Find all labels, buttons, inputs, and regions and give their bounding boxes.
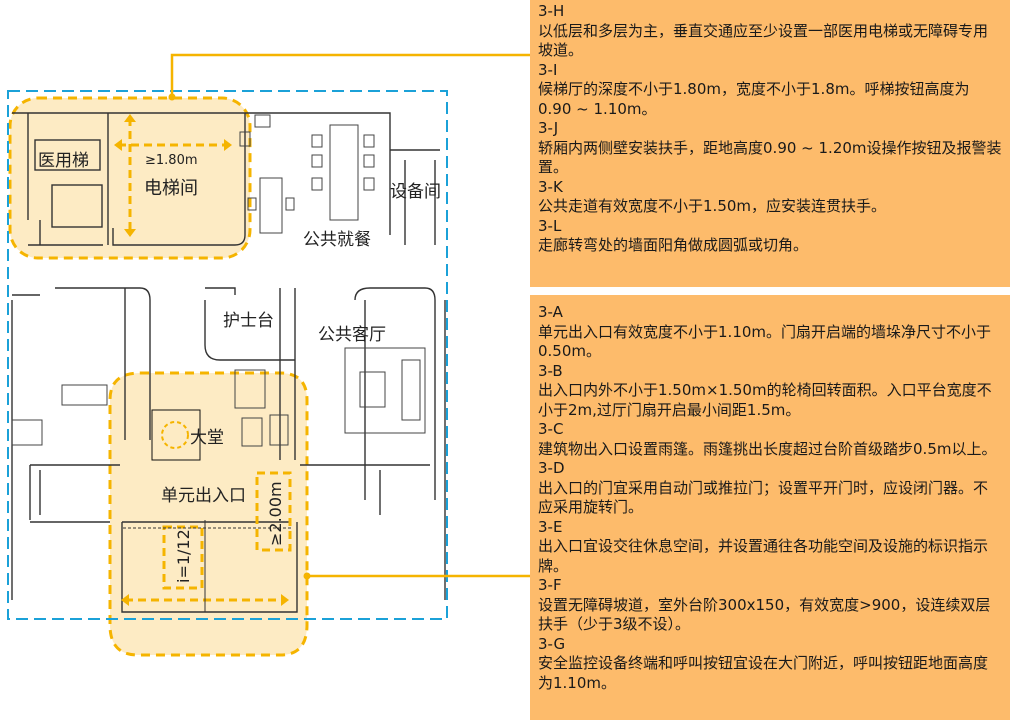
note-text: 单元出入口有效宽度不小于1.10m。门扇开启端的墙垛净尺寸不小于0.50m。	[538, 322, 992, 361]
site-boundary	[7, 90, 448, 620]
label-ramp-slope: i=1/12	[174, 529, 193, 583]
note-text: 设置无障碍坡道，室外台阶300x150，有效宽度>900，设连续双层扶手（少于3…	[538, 595, 991, 634]
note-code: 3-D	[538, 459, 565, 477]
label-hall-width: ≥1.80m	[145, 153, 198, 168]
label-equipment-room: 设备间	[390, 182, 441, 202]
note-text: 走廊转弯处的墙面阳角做成圆弧或切角。	[538, 236, 809, 254]
connector-top	[170, 53, 530, 97]
note-text: 建筑物出入口设置雨篷。雨篷挑出长度超过台阶首级踏步0.5m以上。	[538, 439, 997, 458]
note-code: 3-I	[538, 60, 558, 79]
label-medical-elevator: 医用梯	[38, 151, 89, 171]
note-code: 3-H	[538, 2, 565, 20]
note-text: 公共走道有效宽度不小于1.50m，应安装连贯扶手。	[538, 197, 887, 215]
label-platform-depth: ≥2.00m	[266, 481, 285, 546]
note-text: 候梯厅的深度不小于1.80m，宽度不小于1.8m。呼梯按钮高度为0.90 ~ 1…	[538, 80, 970, 118]
note-text: 出入口的门宜采用自动门或推拉门；设置平开门时，应设闭门器。不应采用旋转门。	[538, 478, 989, 517]
note-text: 安全监控设备终端和呼叫按钮宜设在大门附近，呼叫按钮距地面高度为1.10m。	[538, 654, 989, 692]
note-code: 3-F	[538, 576, 562, 594]
note-code: 3-A	[538, 303, 563, 321]
note-text: 以低层和多层为主，垂直交通应至少设置一部医用电梯或无障碍专用坡道。	[538, 21, 989, 60]
note-code: 3-G	[538, 634, 566, 653]
floor-plan: 医用梯 电梯间 ≥1.80m 公共就餐 设备间 护士台 公共客厅 大堂 单元出入…	[7, 53, 530, 657]
label-public-lounge: 公共客厅	[318, 325, 386, 345]
label-lobby: 大堂	[190, 428, 224, 448]
entrance-zone-highlight	[108, 371, 309, 657]
note-code: 3-J	[538, 119, 559, 137]
note-code: 3-K	[538, 177, 563, 196]
label-elevator-hall: 电梯间	[144, 178, 198, 199]
walls	[11, 112, 446, 613]
note-text: 出入口内外不小于1.50m×1.50m的轮椅回转面积。入口平台宽度不小于2m,过…	[538, 381, 992, 419]
note-code: 3-C	[538, 420, 564, 438]
note-code: 3-E	[538, 517, 563, 536]
note-code: 3-B	[538, 361, 563, 380]
label-public-dining: 公共就餐	[303, 230, 371, 250]
note-code: 3-L	[538, 216, 562, 235]
note-text: 轿厢内两侧壁安装扶手，距地高度0.90 ~ 1.20m设操作按钮及报警装置。	[538, 138, 1002, 177]
label-unit-entrance: 单元出入口	[161, 486, 246, 506]
arrowheads	[114, 114, 289, 606]
label-nurse-station: 护士台	[223, 311, 274, 331]
furniture	[11, 114, 426, 461]
note-text: 出入口宜设交往休息空间，并设置通往各功能空间及设施的标识指示牌。	[538, 537, 989, 575]
